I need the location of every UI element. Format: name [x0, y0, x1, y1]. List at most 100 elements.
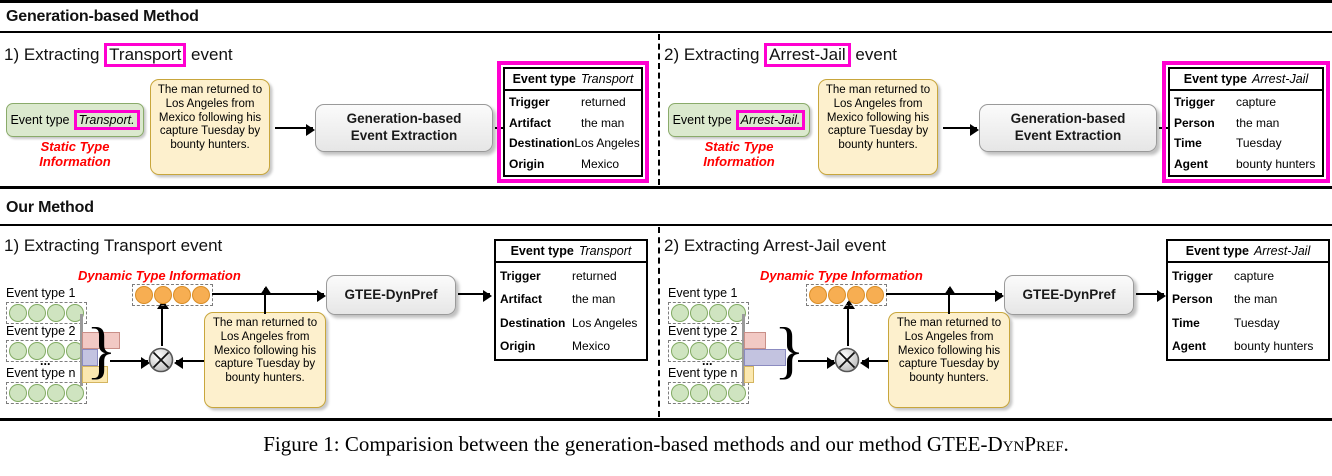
panel-heading-bottom-right: 2) Extracting Arrest-Jail event: [664, 236, 887, 255]
prefix-circle: [192, 286, 210, 304]
weight-bar-0-br: [744, 332, 766, 349]
table-row: Trigger capture: [1168, 269, 1328, 283]
embedding-circle: [709, 304, 727, 322]
row-key: Origin: [500, 339, 536, 354]
weight-bar-1-br: [744, 349, 786, 366]
row-key: Artifact: [500, 292, 543, 307]
proc-ours-label-br: GTEE-DynPref: [1022, 286, 1116, 302]
static-type-prompt-box-tr: Event type Arrest-Jail.: [668, 103, 810, 137]
table-row: Time Tuesday: [1170, 136, 1322, 150]
embedding-circle: [728, 384, 746, 402]
row-key: Trigger: [1174, 95, 1215, 110]
event-type-n-label-bl: Event type n: [6, 366, 76, 380]
caption-smallcaps: DynPref: [987, 432, 1064, 456]
row-value: Tuesday: [1236, 136, 1282, 151]
output-head-label-bl: Event type: [510, 244, 574, 258]
arrow-sentence-to-model-br: [944, 286, 956, 314]
event-type-1-embedding-bl: [6, 302, 87, 324]
output-head-value-br: Arrest-Jail: [1253, 244, 1311, 258]
event-type-n-embedding-br: [668, 382, 749, 404]
proc-gen-line1-tl: Generation-based: [346, 111, 462, 127]
row-key: Trigger: [1172, 268, 1213, 283]
arrow-sentence-to-model-tl: [275, 124, 315, 136]
event-type-n-label-br: Event type n: [668, 366, 738, 380]
rule-top: [0, 0, 1332, 3]
table-row: Destination Los Angeles: [505, 136, 641, 150]
embedding-circle: [671, 384, 689, 402]
dynamic-type-info-label-br: Dynamic Type Information: [760, 268, 923, 283]
row-value: the man: [572, 292, 616, 307]
caption-prefix: Figure 1: Comparision between the genera…: [263, 432, 988, 456]
caption-suffix: .: [1063, 432, 1069, 456]
output-table-header-bl: Event type Transport: [496, 241, 646, 263]
row-key: Person: [1172, 292, 1213, 307]
row-key: Person: [1174, 115, 1215, 130]
embedding-circle: [66, 304, 84, 322]
embedding-circle: [28, 304, 46, 322]
embedding-circle: [690, 384, 708, 402]
output-head-label-tl: Event type: [512, 72, 576, 86]
prefix-circle: [154, 286, 172, 304]
output-table-header-br: Event type Arrest-Jail: [1168, 241, 1328, 263]
proc-gen-line1-tr: Generation-based: [1010, 111, 1126, 127]
table-row: Artifact the man: [505, 116, 641, 130]
table-row: Trigger returned: [496, 269, 646, 283]
event-type-1-label-br: Event type 1: [668, 286, 738, 300]
row-value: Mexico: [581, 156, 620, 171]
row-key: Artifact: [509, 115, 552, 130]
row-value: bounty hunters: [1234, 339, 1314, 354]
process-box-generation-tl: Generation-based Event Extraction: [315, 104, 493, 152]
event-type-2-label-br: Event type 2: [668, 324, 738, 338]
event-type-2-label-bl: Event type 2: [6, 324, 76, 338]
static-type-info-label-tr: Static Type Information: [668, 139, 810, 169]
dynamic-type-info-label-bl: Dynamic Type Information: [78, 268, 241, 283]
embedding-circle: [47, 342, 65, 360]
table-row: Person the man: [1168, 292, 1328, 306]
static-type-info-label-tl: Static Type Information: [6, 139, 144, 169]
weight-bar-2-bl: [82, 366, 108, 383]
proc-gen-line2-tr: Event Extraction: [1014, 128, 1122, 143]
arrow-types-to-tensor-br: [798, 357, 836, 369]
output-table-wrapper-tl: Event type Transport Trigger returned Ar…: [497, 61, 649, 183]
arrow-types-to-tensor-bl: [110, 357, 150, 369]
output-head-value-tl: Transport: [580, 72, 634, 86]
prefix-circle: [135, 286, 153, 304]
brace-bl: }: [86, 314, 117, 385]
table-row: Agent bounty hunters: [1170, 157, 1322, 171]
dynamic-prefix-embedding-bl: [132, 284, 213, 306]
static-type-prompt-box-tl: Event type Transport.: [6, 103, 144, 137]
table-row: Origin Mexico: [496, 339, 646, 353]
section-title-ours: Our Method: [6, 199, 94, 216]
row-key: Destination: [500, 315, 566, 330]
arrow-model-to-output-br: [1136, 290, 1166, 302]
output-table-wrapper-bl: Event type Transport Trigger returned Ar…: [494, 239, 648, 361]
prefix-circle: [809, 286, 827, 304]
divider-top-panels: [658, 34, 660, 185]
row-value: capture: [1234, 268, 1275, 283]
row-value: Tuesday: [1234, 315, 1280, 330]
weight-bar-1-bl: [82, 349, 98, 366]
rule-under-bottom-title: [0, 224, 1332, 226]
rule-under-top-title: [0, 31, 1332, 33]
prefix-circle: [847, 286, 865, 304]
static-prompt-value-tl: Transport.: [73, 110, 140, 130]
row-value: capture: [1236, 95, 1277, 110]
panel-heading-top-right: 2) Extracting Arrest-Jail event: [664, 43, 897, 67]
arrow-sentence-to-tensor-br: [860, 357, 894, 369]
output-table-rows-br: Trigger capture Person the man Time Tues…: [1168, 263, 1328, 359]
row-value: Los Angeles: [574, 136, 640, 151]
prefix-circle: [173, 286, 191, 304]
embedding-circle: [28, 384, 46, 402]
arrow-model-to-output-bl: [458, 290, 492, 302]
prefix-circle: [866, 286, 884, 304]
panel-heading-suffix-tr: event: [855, 45, 898, 64]
output-table-bl: Event type Transport Trigger returned Ar…: [494, 239, 648, 361]
proc-gen-line2-tl: Event Extraction: [350, 128, 458, 143]
static-type-line1-tr: Static Type: [704, 139, 774, 154]
arrow-sentence-to-model-tr: [943, 124, 979, 136]
output-table-br: Event type Arrest-Jail Trigger capture P…: [1166, 239, 1330, 361]
event-type-1-embedding-br: [668, 302, 749, 324]
embedding-circle: [9, 384, 27, 402]
section-title-generation: Generation-based Method: [6, 8, 199, 25]
static-prompt-label-tl: Event type: [10, 113, 70, 127]
